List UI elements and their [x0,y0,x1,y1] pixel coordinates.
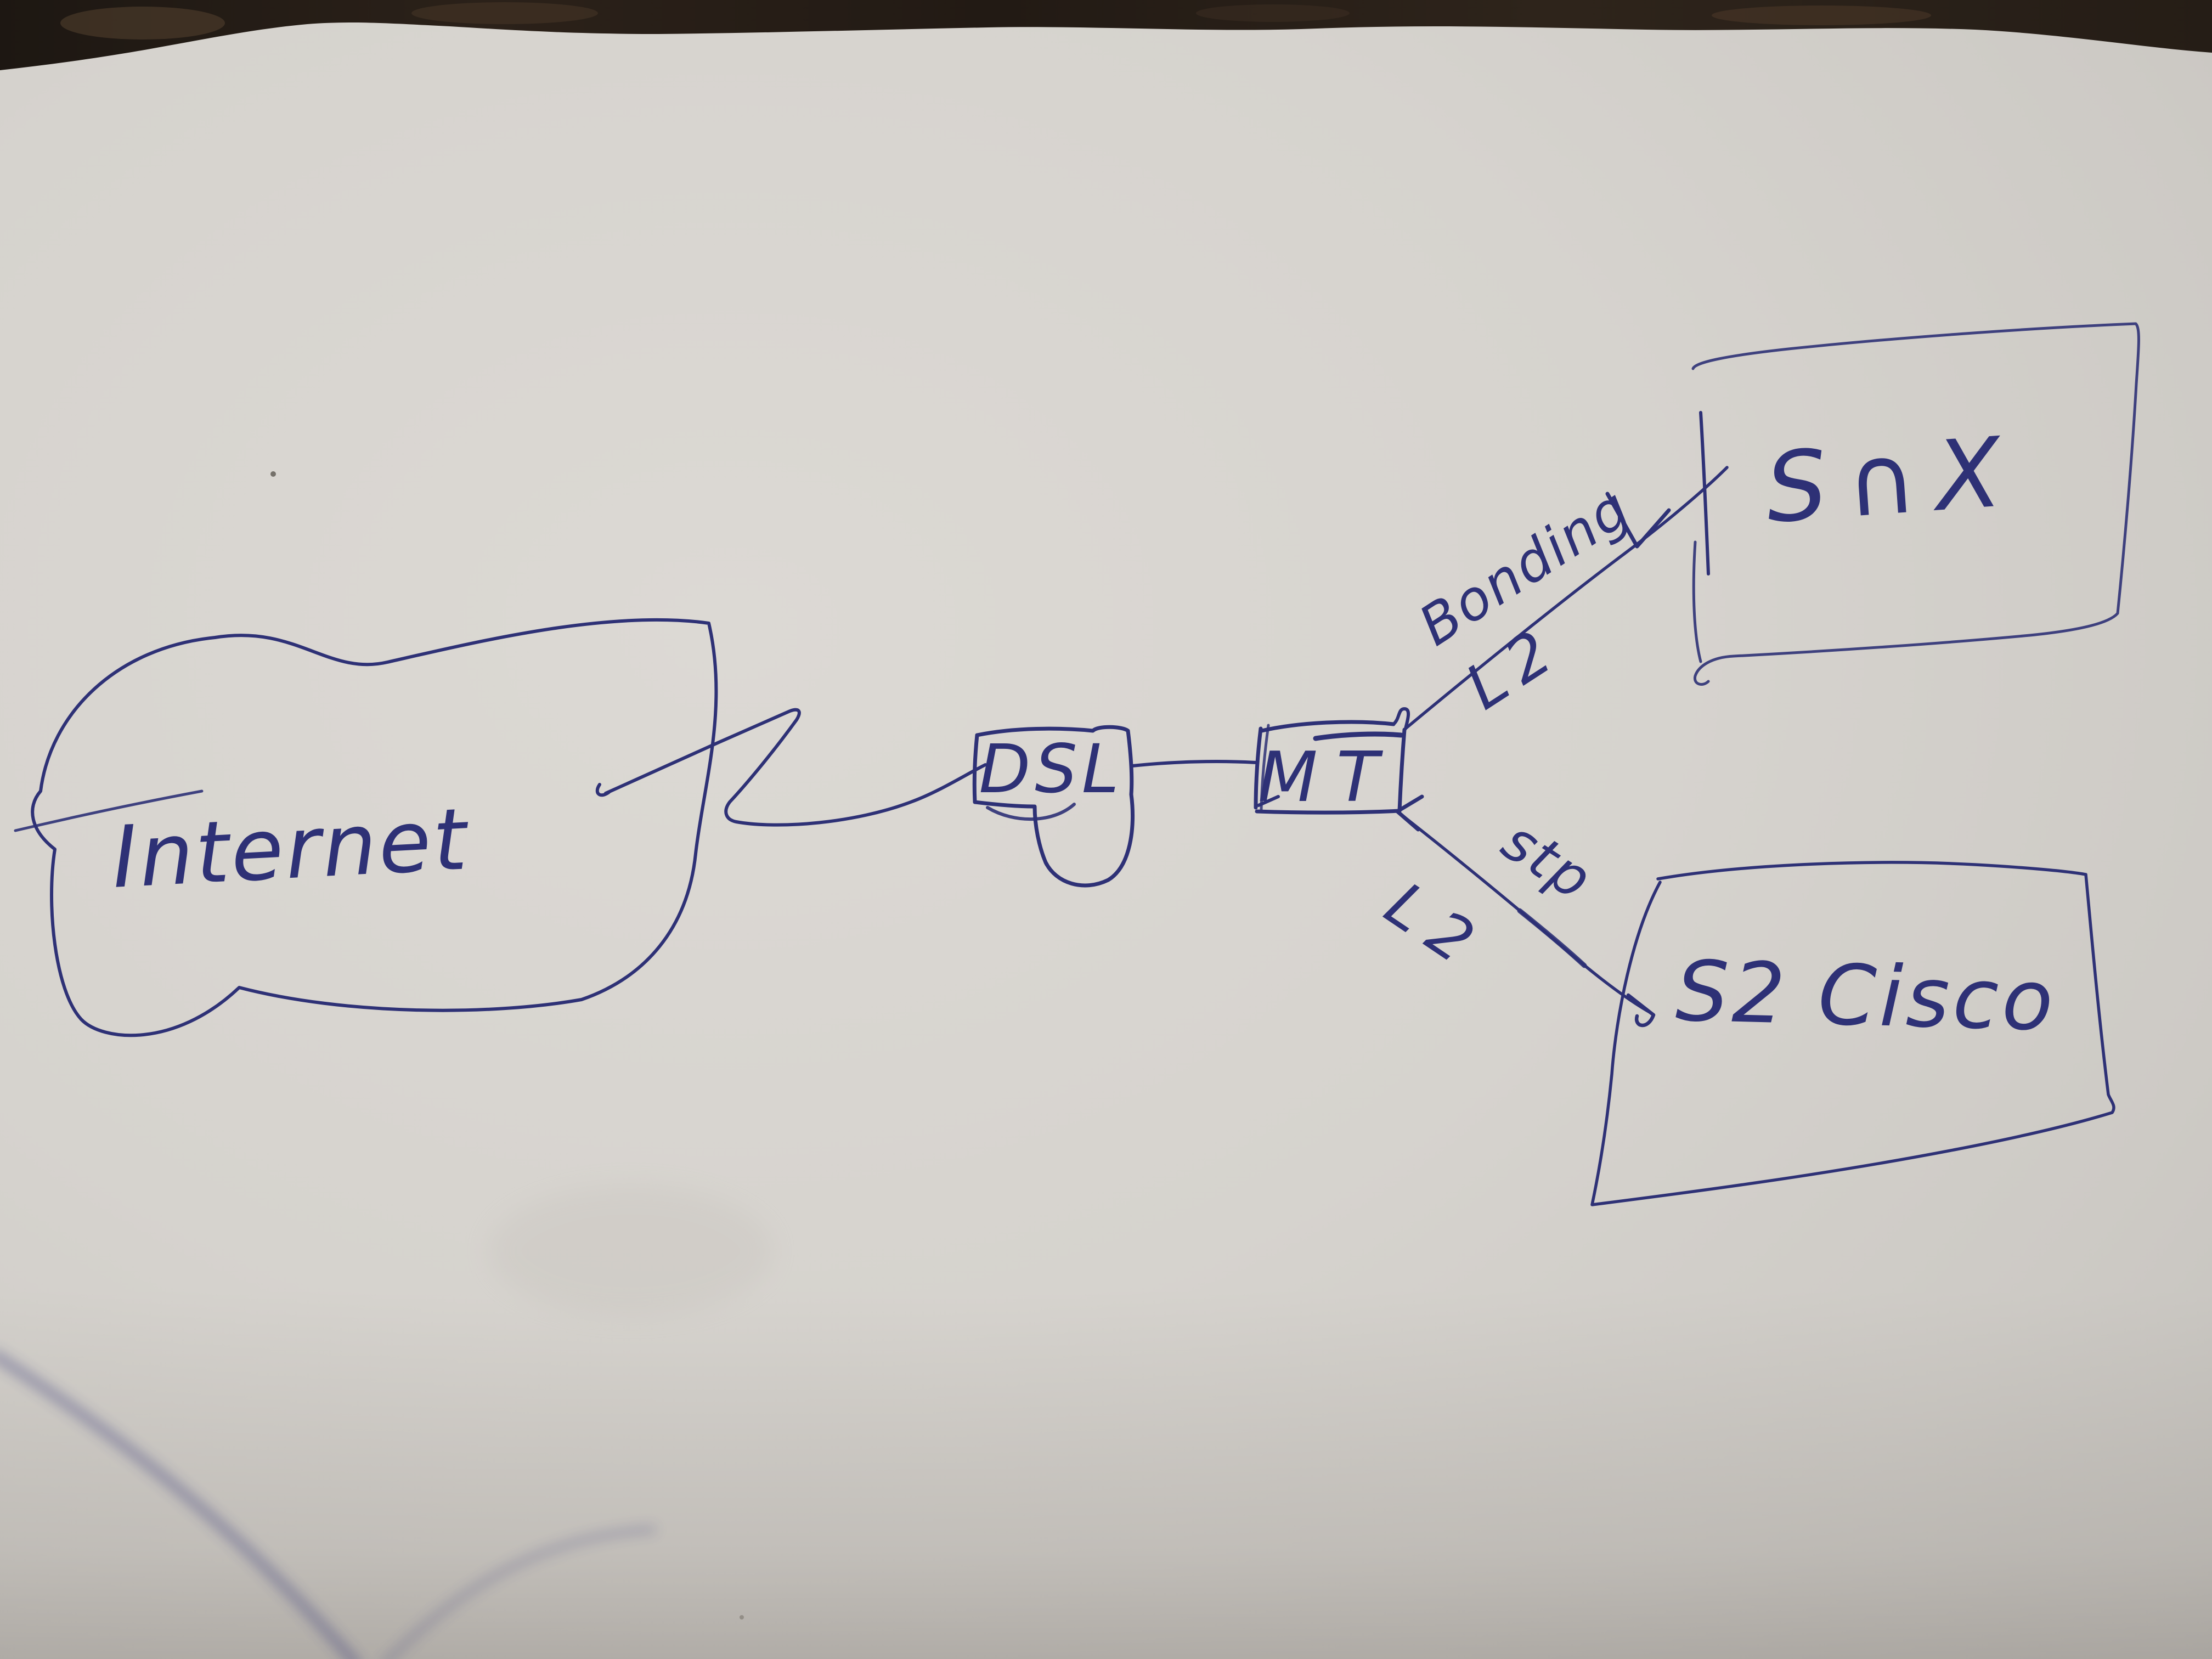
link-internet-dsl [595,708,987,827]
paper-creases [0,471,2212,1659]
mt-box-left-overdraw [1260,724,1270,811]
snx-label: S∩X [1762,416,2024,545]
dsl-box-left [972,733,979,804]
dsl-box-inner-curve [986,803,1076,821]
internet-label: Internet [110,789,472,907]
snx-box-left-edge-lower [1692,540,1702,663]
paper-shadow-bottom [0,1289,2212,1659]
link-line-overdraw [1517,908,1587,968]
s2-cisco-box-outline [1590,861,2115,1206]
ink-speck [270,471,276,477]
paper-smudge [488,1185,774,1317]
snx-node: S∩X [1691,322,2140,686]
dsl-node: DSL [972,725,1135,888]
mt-box-right [1397,727,1407,813]
mt-box-left [1254,726,1263,810]
mt-node: MT [1254,707,1410,817]
mt-box-top [1260,720,1396,733]
dsl-label: DSL [979,730,1123,808]
internet-node: Internet [14,618,718,1037]
mt-label-overbar [1313,731,1404,741]
s2-cisco-node: S2 Cisco [1590,861,2115,1206]
snx-box-left-edge [1699,411,1710,575]
internet-cloud [31,618,718,1037]
snx-box-outline [1691,322,2140,686]
internet-cloud-tail-stroke [14,789,204,832]
paper-crease [385,1526,656,1659]
arrowhead-on-bonding-link [1605,492,1671,549]
s2-cisco-label: S2 Cisco [1674,943,2057,1049]
mt-box-bottom [1255,809,1402,815]
arrowhead-into-s2cisco [1626,993,1656,1028]
carpet-fleck [411,2,598,24]
link-line [1404,466,1729,730]
link-line [604,708,987,827]
dsl-box-bottom [973,800,1036,809]
dsl-box-outline [975,725,1135,888]
carpet-fleck [60,7,225,40]
carpet-fleck [1712,5,1931,25]
arrowhead-into-mt [1395,794,1424,832]
carpet-fleck [1196,4,1350,22]
ink-speck [740,1615,744,1620]
mt-box-top-right-curl [1392,707,1410,730]
mt-label: MT [1258,737,1397,817]
table-surface [0,0,2212,70]
paper-crease [0,1352,359,1659]
mt-box-corner-tick [1257,795,1280,807]
link-dsl-mt [1131,760,1258,768]
